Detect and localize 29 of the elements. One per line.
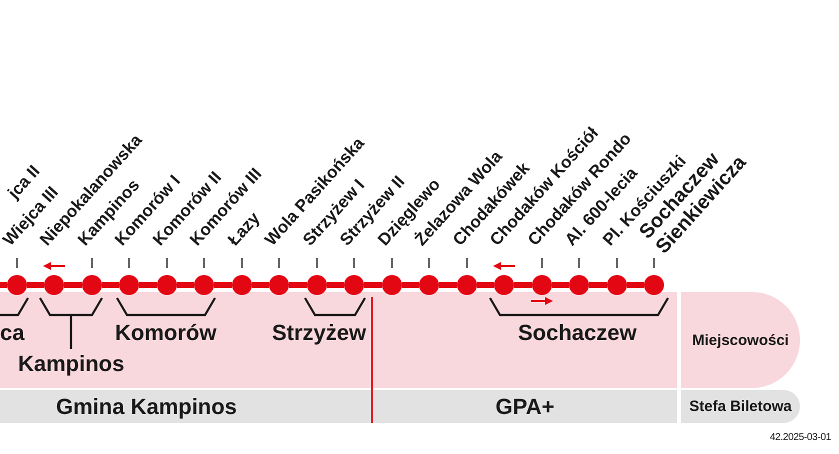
row-header: Stefa Biletowa xyxy=(681,390,800,423)
route-line xyxy=(289,282,307,288)
route-line xyxy=(139,282,157,288)
ticket-zone-band: GPA+ xyxy=(373,390,677,423)
town-name: Komorów xyxy=(115,320,216,346)
ticket-zone-band: Gmina Kampinos xyxy=(0,390,371,423)
route-line xyxy=(402,282,419,288)
route-line xyxy=(177,282,194,288)
route-line xyxy=(514,282,532,288)
route-line xyxy=(0,282,7,288)
route-line xyxy=(477,282,494,288)
route-line xyxy=(552,282,569,288)
route-line xyxy=(214,282,232,288)
route-line xyxy=(64,282,82,288)
route-line xyxy=(364,282,382,288)
row-header: Miejscowości xyxy=(681,292,800,388)
town-name: ca xyxy=(0,320,24,346)
town-name: Sochaczew xyxy=(518,320,637,346)
route-line xyxy=(27,282,44,288)
route-line xyxy=(439,282,457,288)
route-line xyxy=(252,282,269,288)
route-line xyxy=(589,282,607,288)
town-name: Strzyżew xyxy=(272,320,366,346)
version-note: 42.2025-03-01 xyxy=(770,432,831,444)
route-line xyxy=(327,282,344,288)
town-band xyxy=(0,292,677,388)
route-line xyxy=(102,282,119,288)
town-name: Kampinos xyxy=(18,351,124,377)
route-line xyxy=(627,282,644,288)
